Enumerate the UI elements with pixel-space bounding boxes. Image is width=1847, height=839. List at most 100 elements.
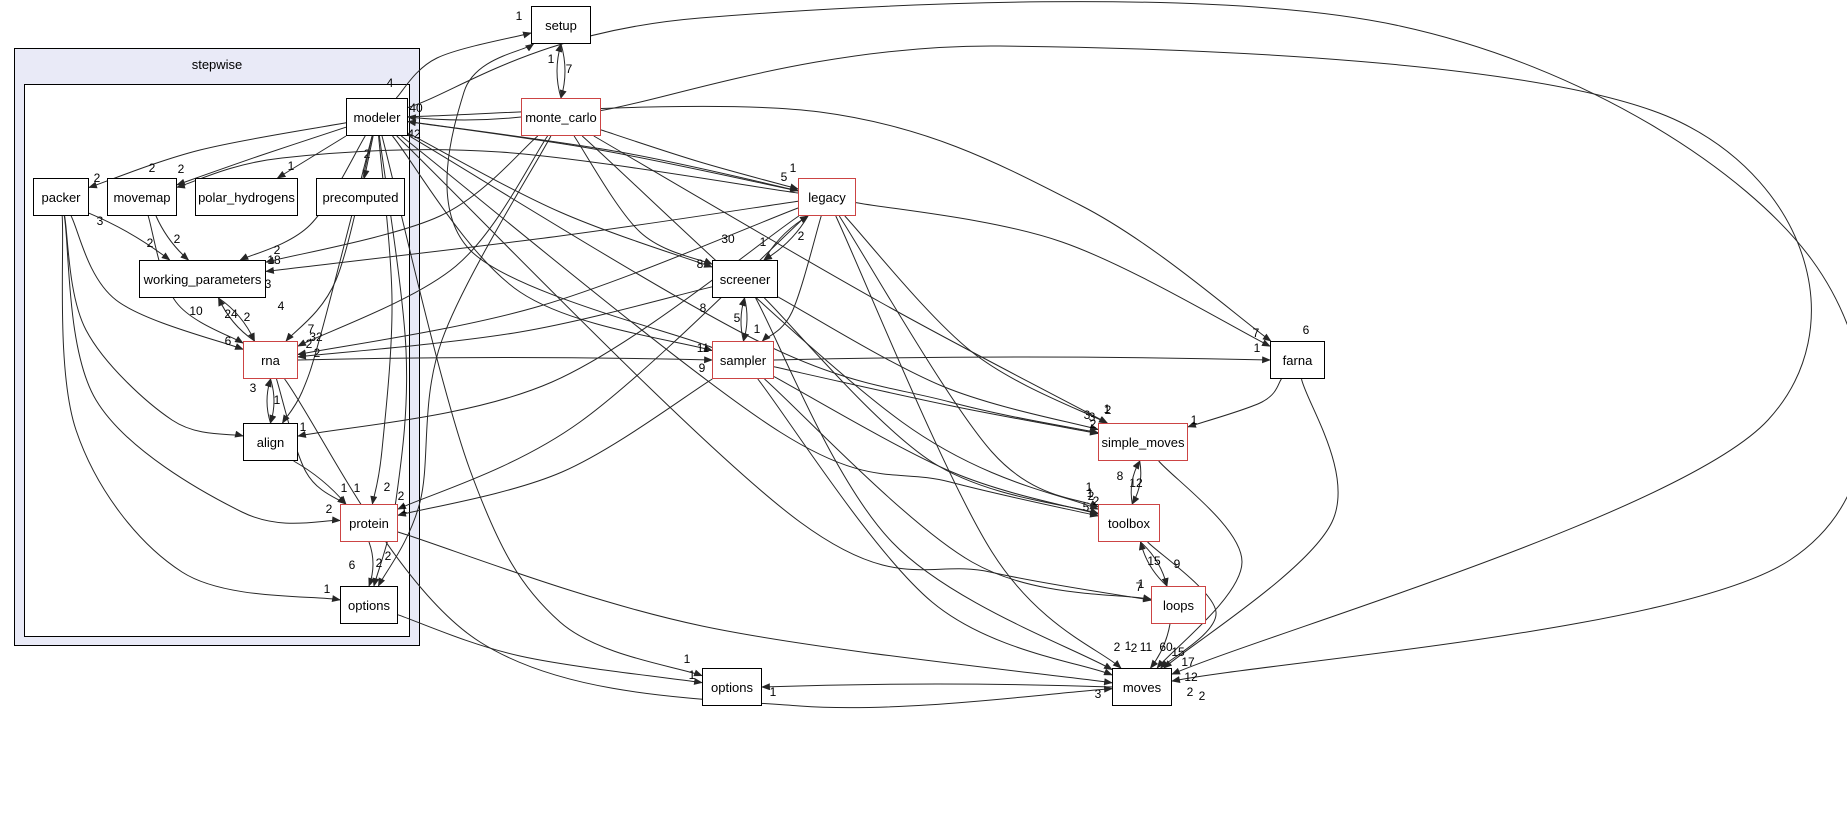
node-options_b[interactable]: options [702, 668, 762, 706]
edge-sampler-setup [446, 43, 713, 348]
edge-label: 9 [1174, 557, 1181, 571]
edge-label: 2 [384, 480, 391, 494]
edge-monte_carlo-options_sw [377, 135, 552, 587]
edge-label: 7 [566, 62, 573, 76]
edge-sampler-toolbox [773, 376, 1099, 516]
node-moves[interactable]: moves [1112, 668, 1172, 706]
node-setup[interactable]: setup [531, 6, 591, 44]
edge-monte_carlo-rna [297, 135, 549, 347]
edge-sampler-simple_moves [773, 366, 1099, 436]
node-simple_moves[interactable]: simple_moves [1098, 423, 1188, 461]
edge-label: 2 [174, 232, 181, 246]
edge-label: 1 [1254, 341, 1261, 355]
edge-label: 8 [697, 257, 704, 271]
node-farna[interactable]: farna [1270, 341, 1325, 379]
edge-label: 2 [1131, 641, 1138, 655]
edge-modeler-loops [396, 135, 1152, 603]
edge-label: 2 [274, 243, 281, 257]
node-screener[interactable]: screener [712, 260, 778, 298]
edge-label: 11 [1140, 640, 1153, 654]
edge-screener-moves [755, 297, 1113, 671]
edge-label: 12 [1184, 670, 1198, 684]
node-align[interactable]: align [243, 423, 298, 461]
edge-packer-options_sw [61, 215, 341, 602]
node-sampler[interactable]: sampler [712, 341, 774, 379]
edge-modeler-toolbox [400, 135, 1099, 518]
edge-monte_carlo-moves [600, 45, 1812, 675]
edge-modeler-precomputed [362, 135, 374, 179]
edge-label: 15 [1171, 645, 1185, 659]
edge-align-rna [264, 378, 272, 424]
edge-screener-toolbox [764, 297, 1099, 515]
edge-label: 2 [149, 161, 156, 175]
edge-sampler-farna [773, 356, 1271, 364]
edge-label: 2 [1093, 494, 1100, 508]
node-movemap[interactable]: movemap [107, 178, 177, 216]
edge-simple_moves-toolbox [1131, 460, 1142, 505]
edge-modeler-packer [88, 122, 347, 189]
edge-label: 2 [376, 556, 383, 570]
edge-monte_carlo-toolbox [581, 135, 1099, 510]
cluster-label: stepwise [191, 57, 243, 72]
node-loops[interactable]: loops [1151, 586, 1206, 624]
edge-label: 2 [147, 236, 154, 250]
edge-rna-align [269, 378, 277, 424]
edge-label: 2 [326, 502, 333, 516]
edge-label: 2 [1114, 640, 1121, 654]
edge-label: 7 [1253, 326, 1260, 340]
edge-label: 2 [385, 549, 392, 563]
edge-label: 30 [721, 232, 735, 246]
node-modeler[interactable]: modeler [346, 98, 408, 136]
edge-label: 1 [516, 9, 523, 23]
edge-modeler-moves [407, 1, 1847, 684]
edge-legacy-toolbox [838, 215, 1099, 508]
edge-label: 1 [324, 582, 331, 596]
edge-label: 1 [548, 52, 555, 66]
edge-simple_moves-moves [1156, 460, 1243, 669]
edge-packer-rna [70, 215, 244, 350]
edge-working_parameters-rna [218, 297, 255, 342]
edge-label: 1 [684, 652, 691, 666]
edge-screener-sampler [742, 297, 750, 342]
edge-label: 1 [341, 481, 348, 495]
edge-label: 4 [387, 76, 394, 90]
edge-label: 6 [349, 558, 356, 572]
edge-label: 2 [94, 171, 101, 185]
edge-toolbox-moves [1147, 541, 1217, 669]
node-precomputed[interactable]: precomputed [316, 178, 405, 216]
edge-modeler-movemap [176, 126, 347, 186]
edge-label: 2 [314, 346, 321, 360]
edge-sampler-protein [397, 378, 713, 517]
edge-label: 11 [697, 341, 710, 355]
edge-sampler-loops [764, 378, 1152, 602]
node-monte_carlo[interactable]: monte_carlo [521, 98, 601, 136]
edge-monte_carlo-setup [555, 43, 563, 99]
edge-label: 1 [1191, 413, 1198, 427]
node-rna[interactable]: rna [243, 341, 298, 379]
node-toolbox[interactable]: toolbox [1098, 504, 1160, 542]
node-working_parameters[interactable]: working_parameters [139, 260, 266, 298]
edge-loops-toolbox [1138, 541, 1168, 587]
edge-monte_carlo-legacy [600, 129, 799, 191]
edge-label: 1 [754, 322, 761, 336]
edge-farna-moves [1163, 378, 1339, 669]
edge-label: 5 [1083, 500, 1090, 514]
edge-rna-protein [276, 378, 347, 505]
edge-modeler-polar_hydrogens [276, 135, 347, 179]
edge-legacy-working_parameters [265, 200, 799, 274]
edge-protein-options_sw [368, 541, 375, 587]
edge-label: 1 [401, 502, 408, 516]
node-options_sw[interactable]: options [340, 586, 398, 624]
edge-label: 6 [225, 334, 232, 348]
edge-rna-sampler [297, 356, 713, 364]
edge-label: 15 [1147, 554, 1161, 568]
node-protein[interactable]: protein [340, 504, 398, 542]
edge-label: 2 [1105, 403, 1112, 417]
edge-label: 2 [1088, 489, 1095, 503]
node-polar_hydrogens[interactable]: polar_hydrogens [195, 178, 298, 216]
edge-label: 3 [97, 214, 104, 228]
edge-label: 2 [1199, 689, 1206, 703]
edge-label: 1 [790, 161, 797, 175]
node-packer[interactable]: packer [33, 178, 89, 216]
node-legacy[interactable]: legacy [798, 178, 856, 216]
